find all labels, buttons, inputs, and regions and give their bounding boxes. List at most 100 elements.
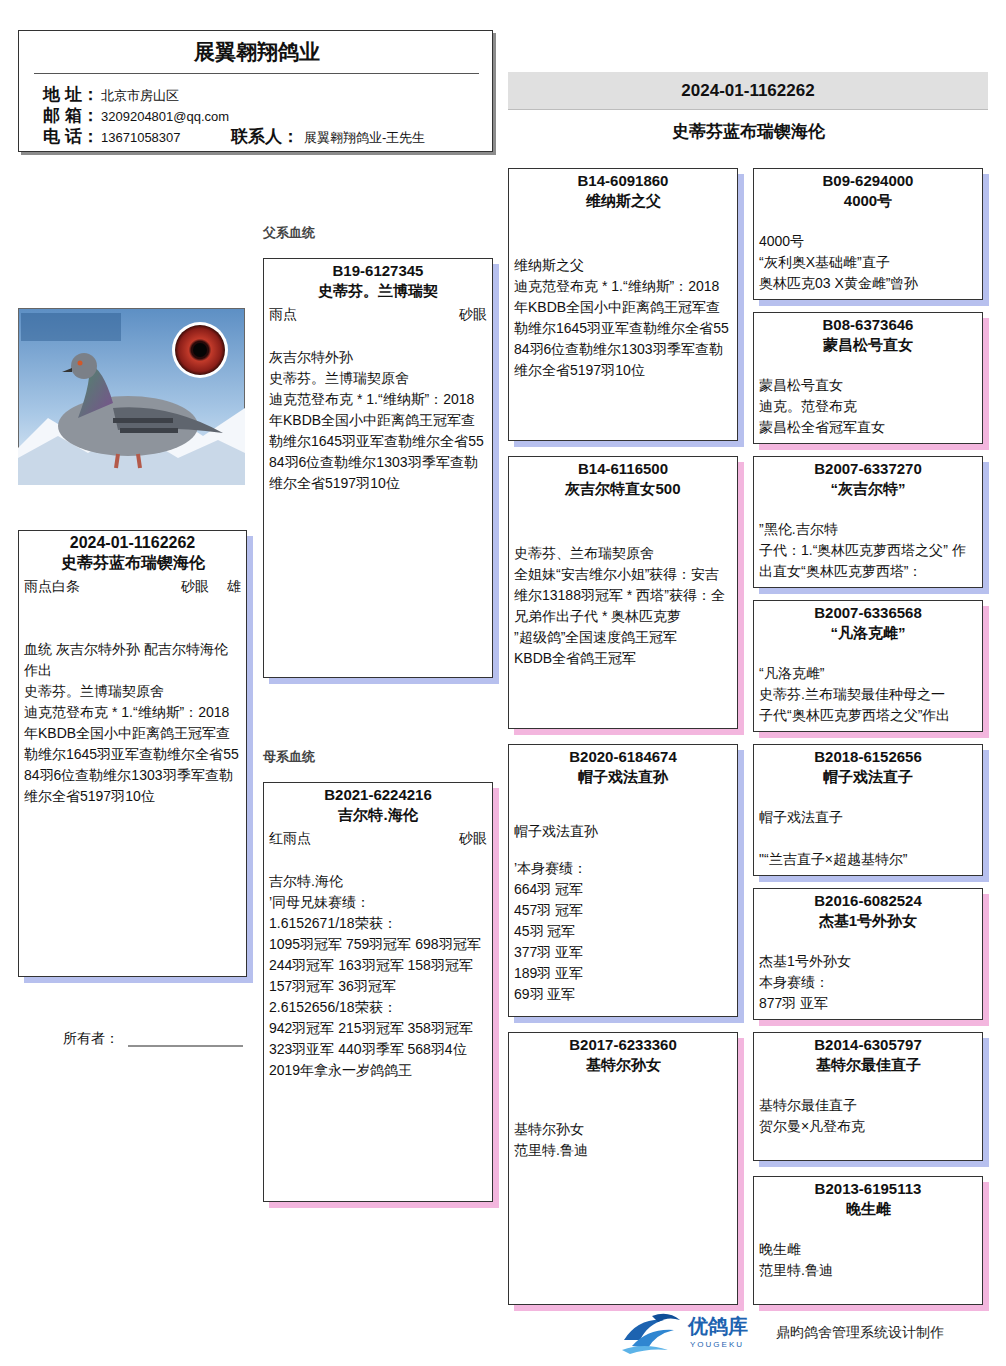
pedigree-note: 4000号 [759,231,977,252]
pedigree-note: 吉尔特.海伦 [269,871,487,892]
traits-row: 雨点白条 砂眼 雄 [24,576,241,597]
contact-value: 北京市房山区 [101,88,179,104]
pigeon-name: 史蒂芬。兰博瑞契 [269,281,487,301]
pedigree-note: 蒙昌松号直女 [759,375,977,396]
pigeon-name: 维纳斯之父 [514,191,732,211]
pigeon-name: 蒙昌松号直女 [759,335,977,355]
pedigree-note: 迪克范登布克 * 1.“维纳斯”：2018年KBDB全国小中距离鸽王冠军查勒维尔… [24,702,241,807]
pigeon-name: 4000号 [759,191,977,211]
pedigree-note: 维纳斯之父 [514,255,732,276]
pigeon-name: 帽子戏法直孙 [514,767,732,787]
pedigree-note: “凡洛克雌” [759,663,977,684]
pedigree-box: B14-6116500灰吉尔特直女500史蒂芬、兰布瑞契原舍全姐妹“安吉维尔小姐… [508,456,738,729]
pigeon-name: 基特尔最佳直子 [759,1055,977,1075]
pedigree-note: 范里特.鲁迪 [759,1260,977,1281]
pedigree-note: 迪克。范登布克 [759,396,977,417]
trait-group: 砂眼 雄 [163,576,241,597]
trait-text: 砂眼 [181,578,209,594]
pedigree-box: B2018-6152656帽子戏法直子帽子戏法直子"“兰吉直子×超越基特尔” [753,744,983,876]
pedigree-note: 子代“奥林匹克萝西塔之父”作出 [759,705,977,726]
contact-value: 13671058307 [101,130,181,146]
contact-value: 展翼翱翔鸽业-王先生 [304,130,425,146]
pedigree-note: “灰利奥X基础雌”直子 [759,252,977,273]
pigeon-name: “凡洛克雌” [759,623,977,643]
contact-label: 联系人： [231,127,299,147]
ring-number: B2017-6233360 [514,1035,732,1055]
ring-number: B08-6373646 [759,315,977,335]
pedigree-box: B2016-6082524杰基1号外孙女杰基1号外孙女本身赛绩：877羽 亚军 [753,888,983,1020]
pedigree-note: 帽子戏法直子 [759,807,977,828]
section-label: 父系血统 [263,224,315,242]
owner-label: 所有者： [63,1028,119,1048]
ring-number: B14-6116500 [514,459,732,479]
pedigree-note: 189羽 亚军 [514,963,732,984]
pedigree-box: B2021-6224216吉尔特.海伦红雨点砂眼吉尔特.海伦’同母兄妹赛绩：1.… [263,782,493,1202]
ring-number: B19-6127345 [269,261,487,281]
pedigree-note: 灰吉尔特外孙 [269,347,487,368]
contact-label: 地 址： [43,85,99,105]
pedigree-note: 帽子戏法直孙 [514,821,732,842]
pedigree-note: ”超级鸽”全国速度鸽王冠军 [514,627,732,648]
company-box: 展翼翱翔鸽业地 址：北京市房山区邮 箱：3209204801@qq.com电 话… [18,30,493,152]
pedigree-box: B2014-6305797基特尔最佳直子基特尔最佳直子贺尔曼×凡登布克 [753,1032,983,1161]
trait-text: 雨点白条 [24,578,80,594]
pigeon-name: 帽子戏法直子 [759,767,977,787]
pedigree-box: 2024-01-1162262史蒂芬蓝布瑞锲海伦雨点白条砂眼雄血统 灰吉尔特外孙… [18,530,247,977]
pigeon-photo [18,308,245,485]
pedigree-note: 迪克范登布克 * 1.“维纳斯”：2018年KBDB全国小中距离鸽王冠军查勒维尔… [514,276,732,381]
pedigree-note: 69羽 亚军 [514,984,732,1005]
pedigree-note: 迪克范登布克 * 1.“维纳斯”：2018年KBDB全国小中距离鸽王冠军查勒维尔… [269,389,487,494]
ring-number: B2020-6184674 [514,747,732,767]
ring-number: B2014-6305797 [759,1035,977,1055]
pedigree-note: 942羽冠军 215羽冠军 358羽冠军 [269,1018,487,1039]
pedigree-note: 2019年拿永一岁鸽鸽王 [269,1060,487,1081]
traits-row: 红雨点砂眼 [269,828,487,849]
pedigree-note: 377羽 亚军 [514,942,732,963]
pedigree-note: 1.6152671/18荣获： [269,913,487,934]
pedigree-note: 244羽冠军 163羽冠军 158羽冠军 [269,955,487,976]
logo-icon [618,1310,684,1356]
pigeon-name-heading: 史蒂芬蓝布瑞锲海伦 [508,121,988,143]
pigeon-name: 吉尔特.海伦 [269,805,487,825]
pedigree-note: 457羽 冠军 [514,900,732,921]
trait-text: 砂眼 [459,306,487,322]
pedigree-note: 664羽 冠军 [514,879,732,900]
pedigree-box: B19-6127345史蒂芬。兰博瑞契雨点砂眼灰吉尔特外孙史蒂芬。兰博瑞契原舍迪… [263,258,493,678]
pedigree-note: 2.6152656/18荣获： [269,997,487,1018]
ring-number: B2018-6152656 [759,747,977,767]
pedigree-box: B2020-6184674帽子戏法直孙帽子戏法直孙’本身赛绩：664羽 冠军45… [508,744,738,1017]
trait-group: 砂眼 [441,828,487,849]
ring-number: B2021-6224216 [269,785,487,805]
logo-subtext: YOUGEKU [690,1340,744,1350]
trait-group: 雨点白条 [24,576,80,597]
logo-text: 优鸽库 [688,1314,748,1338]
contact-label: 邮 箱： [43,106,99,126]
pigeon-name: 史蒂芬蓝布瑞锲海伦 [24,553,241,573]
trait-text: 雄 [227,578,241,594]
contact-label: 电 话： [43,127,99,147]
trait-text: 雨点 [269,306,297,322]
ring-number-band: 2024-01-1162262 [508,72,988,110]
ring-number: 2024-01-1162262 [508,72,988,110]
ring-number: B2016-6082524 [759,891,977,911]
trait-group: 雨点 [269,304,297,325]
pedigree-box: B2007-6336568“凡洛克雌”“凡洛克雌”史蒂芬.兰布瑞契最佳种母之一子… [753,600,983,732]
pigeon-name: 杰基1号外孙女 [759,911,977,931]
footer-note: 鼎昀鸽舍管理系统设计制作 [776,1322,944,1342]
pedigree-note: 史蒂芬、兰布瑞契原舍 [514,543,732,564]
company-name: 展翼翱翔鸽业 [34,37,479,74]
pedigree-box: B08-6373646蒙昌松号直女蒙昌松号直女迪克。范登布克蒙昌松全省冠军直女 [753,312,983,444]
pedigree-note: 杰基1号外孙女 [759,951,977,972]
pedigree-note: 史蒂芬.兰布瑞契最佳种母之一 [759,684,977,705]
pigeon-name: 基特尔孙女 [514,1055,732,1075]
pedigree-note: 本身赛绩： [759,972,977,993]
pedigree-note: ”黑伦.吉尔特 [759,519,977,540]
ring-number: 2024-01-1162262 [24,533,241,553]
pigeon-name: 晚生雌 [759,1199,977,1219]
pedigree-note: 奥林匹克03 X黄金雌”曾孙 [759,273,977,294]
pedigree-note: 蒙昌松全省冠军直女 [759,417,977,438]
ring-number: B2007-6337270 [759,459,977,479]
pedigree-note: ’同母兄妹赛绩： [269,892,487,913]
pedigree-note: 基特尔孙女 [514,1119,732,1140]
pedigree-note: 范里特.鲁迪 [514,1140,732,1161]
